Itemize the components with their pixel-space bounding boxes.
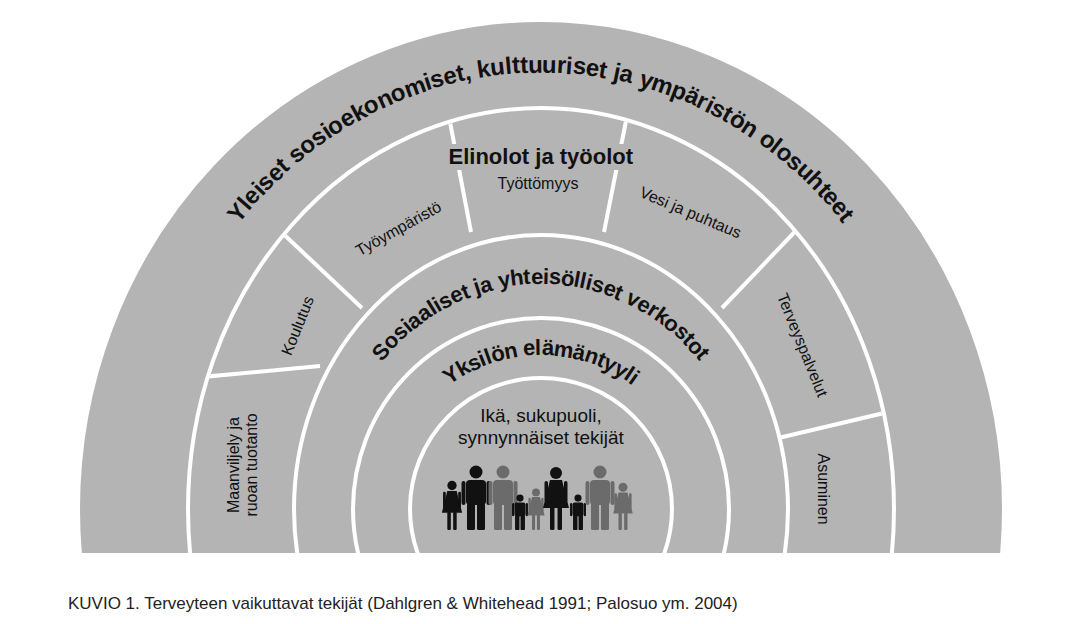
man-figure [462, 466, 491, 531]
ring-band: Sosiaaliset ja yhteisölliset verkostotYk… [291, 232, 791, 553]
ring-fill [410, 378, 672, 553]
arc-letter: l [535, 335, 542, 361]
child-figure [512, 495, 528, 530]
ring-fill [294, 235, 788, 553]
ring-shape [407, 375, 675, 553]
ring-fill [188, 108, 894, 553]
arc-letter: h [508, 265, 524, 292]
ring-fill [353, 318, 729, 553]
core-label: Ikä, sukupuoli, synnynnäiset tekijät [441, 405, 641, 449]
ring-band: Yleiset sosioekonomiset, kulttuuriset ja… [75, 17, 1007, 553]
segment-divider [604, 121, 626, 232]
arc-letter: e [522, 335, 536, 362]
child-figure [527, 488, 544, 530]
woman-figure [442, 481, 462, 530]
arc-letter: u [527, 49, 542, 78]
segment-cell: Maanviljely ja ruoan tuotanto [223, 402, 263, 528]
ring-band: Yksilön elämäntyyliIkä, sukupuoli, synny… [350, 315, 732, 553]
man-figure [489, 466, 518, 531]
arc-letter: t [519, 50, 528, 79]
ring-fill [78, 20, 1004, 553]
segment-cell: Asuminen [811, 450, 833, 529]
ring-band: Ikä, sukupuoli, synnynnäiset tekijät [407, 375, 675, 553]
arc-letter: u [542, 49, 557, 78]
segment-cell: Työttömyys [494, 173, 583, 195]
segment-divider [277, 228, 362, 308]
segment-label: Asuminen [813, 454, 831, 525]
band-title: Elinolot ja työolot [443, 144, 640, 170]
segment-label: Maanviljely ja ruoan tuotanto [225, 406, 261, 524]
woman-figure [543, 467, 569, 530]
child-figure [570, 495, 586, 530]
man-figure [586, 466, 615, 531]
segment-divider [185, 366, 320, 380]
figure-caption: KUVIO 1. Terveyteen vaikuttavat tekijät … [68, 594, 738, 614]
woman-figure [613, 483, 633, 530]
segment-label: Työttömyys [498, 175, 579, 193]
segment-divider [450, 122, 471, 232]
arc-letter: e [530, 264, 543, 290]
segment-divider [770, 408, 897, 440]
